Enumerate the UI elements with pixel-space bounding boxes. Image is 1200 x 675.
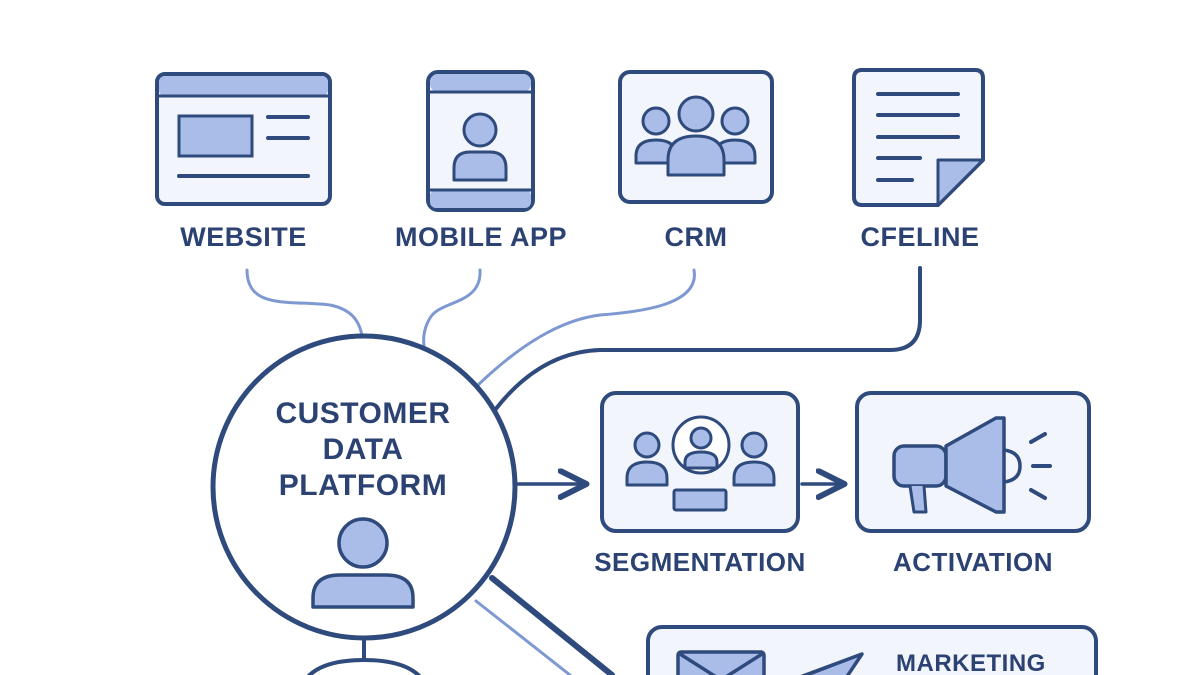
connector-cfeline <box>493 266 922 412</box>
hub-title-line-2: DATA <box>322 433 404 466</box>
audience-segment-icon <box>625 415 776 512</box>
mobile-app-card[interactable] <box>426 70 535 212</box>
connector-hub-to-marketing-dark <box>489 575 615 675</box>
mobile-app-label: MOBILE APP <box>394 222 567 252</box>
connector-mobile-app <box>422 268 482 348</box>
activation-label: ACTIVATION <box>892 547 1054 577</box>
crm-label: CRM <box>664 222 728 252</box>
people-group-icon <box>634 95 757 177</box>
segmentation-card[interactable] <box>600 391 800 533</box>
hub-title-line-3: PLATFORM <box>278 469 448 502</box>
envelope-icon <box>676 650 766 675</box>
crm-card[interactable] <box>618 70 774 204</box>
document-icon <box>876 92 985 207</box>
paper-plane-icon <box>800 652 864 675</box>
mobile-phone-icon <box>452 112 508 182</box>
connector-website <box>245 268 365 347</box>
cfeline-label: CFELINE <box>860 222 980 252</box>
connector-crm <box>476 268 696 387</box>
segmentation-label: SEGMENTATION <box>594 547 806 577</box>
hub-title: CUSTOMER DATA PLATFORM <box>233 396 493 504</box>
website-card[interactable] <box>155 72 332 206</box>
activation-card[interactable] <box>855 391 1091 533</box>
marketing-card[interactable] <box>646 625 1098 675</box>
marketing-label: MARKETING <box>896 650 1046 675</box>
cfeline-card[interactable] <box>852 68 985 207</box>
website-label: WEBSITE <box>180 222 307 252</box>
browser-window-icon <box>177 114 310 178</box>
person-icon <box>311 517 415 609</box>
connector-hub-to-marketing-light <box>474 599 572 675</box>
hub-title-line-1: CUSTOMER <box>275 397 451 430</box>
customer-data-platform-hub[interactable] <box>210 333 518 641</box>
megaphone-icon <box>892 416 1052 514</box>
partial-circle-node <box>306 657 422 675</box>
